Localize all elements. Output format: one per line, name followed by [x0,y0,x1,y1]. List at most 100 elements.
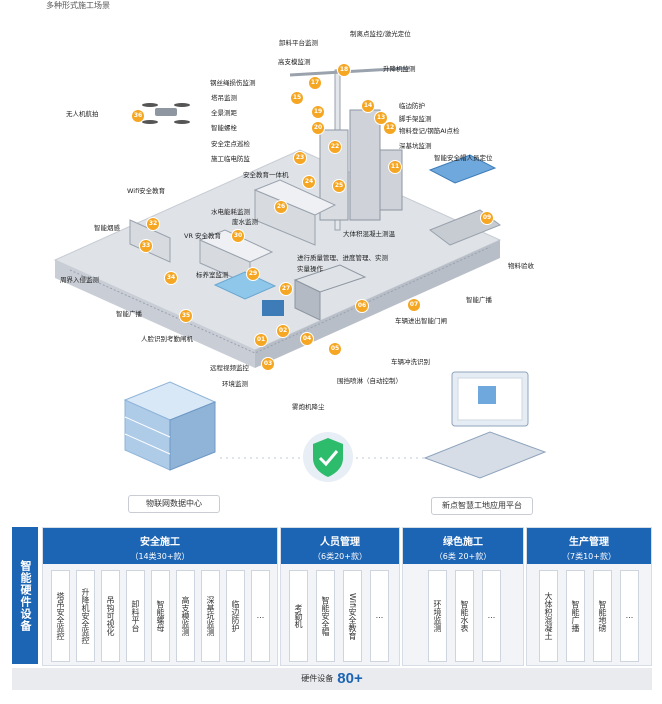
label-material-acceptance: 物料验收 [508,262,534,270]
crane-jib [289,66,411,77]
item-cell: 智能安全帽 [316,570,335,662]
item-cell: 环境监测 [428,570,447,662]
label-unloading-platform: 卸料平台监测 [279,39,318,47]
label-wastewater: 废水监测 [232,218,258,226]
label-wifi-education: Wifi安全教育 [127,187,166,195]
marker-19: 19 [312,106,324,118]
label-broadcast-right: 智能广播 [466,296,492,304]
marker-32: 32 [147,218,159,230]
marker-01: 01 [255,334,267,346]
group-subtitle: （6类20+款） [313,552,367,561]
label-vr-education: VR 安全教育 [184,232,222,240]
table-side-title: 智能硬件设备 [12,527,38,664]
marker-29: 29 [247,268,259,280]
item-cell-more: ... [482,570,501,662]
label-material-ai: 物料登记/钢筋AI点检 [399,127,460,135]
label-remote-video: 远程视频监控 [210,364,249,372]
marker-03: 03 [262,358,274,370]
label-broadcast-left: 智能广播 [116,310,142,318]
item-cell: Wifi安全教育 [343,570,362,662]
tower-building-3 [379,149,403,211]
marker-02: 02 [277,325,289,337]
label-curing-room: 标养室监测 [196,271,229,279]
label-fog-cannon: 雾炮机降尘 [292,403,325,411]
item-cell: 卸料平台 [126,570,145,662]
label-wire-rope: 钢丝绳损伤监测 [210,79,256,87]
marker-12: 12 [384,122,396,134]
label-patrol: 安全定点巡检 [211,140,250,148]
group-title: 人员管理 [320,537,360,548]
marker-15: 15 [291,92,303,104]
ground-side-right [255,240,500,368]
label-edge-protection: 临边防护 [399,102,425,110]
label-education-kiosk: 安全教育一体机 [243,171,289,179]
top-caption: 多种形式施工场景 [46,1,110,10]
item-cell: 智能水表 [455,570,474,662]
marker-27: 27 [280,283,292,295]
marker-18: 18 [338,64,350,76]
label-laser-positioning: 制离点监控/激光定位 [350,30,411,38]
group-subtitle: （6类 20+款） [434,552,492,561]
item-cell-more: ... [620,570,639,662]
label-spray: 围挡喷淋（自动控制） [337,377,402,385]
iot-center-box: 物联网数据中心 [128,495,220,513]
item-cell: 高支模监测 [176,570,195,662]
shield-check-icon [303,432,353,482]
item-cell: 考勤机 [289,570,308,662]
label-face-gate: 人脸识别考勤闸机 [141,335,193,343]
group-green: 绿色施工 （6类 20+款） 环境监测 智能水表 ... [402,527,524,666]
label-scaffold: 脚手架监测 [399,115,432,123]
marker-20: 20 [312,122,324,134]
label-smart-bolt: 智能螺栓 [211,124,237,132]
label-perimeter: 周界入侵监测 [60,276,99,284]
marker-34: 34 [165,272,177,284]
label-hoist: 升降机监测 [383,65,416,73]
group-subtitle: （7类10+款） [562,552,616,561]
marker-13: 13 [375,112,387,124]
label-drone: 无人机航拍 [66,110,99,118]
label-high-formwork: 高支模监测 [278,58,311,66]
group-title: 生产管理 [569,537,609,548]
label-environment: 环境监测 [222,380,248,388]
group-safety: 安全施工（14类30+款） 塔吊安全监控 升降机安全监控 吊钩可视化 卸料平台 … [42,527,278,666]
marker-25: 25 [333,180,345,192]
item-cell-more: ... [251,570,270,662]
marker-30: 30 [232,230,244,242]
material-machine [428,154,497,184]
label-gate: 车辆进出智能门闸 [395,317,447,325]
marker-22: 22 [329,141,341,153]
marker-35: 35 [180,310,192,322]
label-smoke-sensor: 智能烟感 [94,224,120,232]
marker-14: 14 [362,100,374,112]
label-deep-pit: 深基坑监测 [399,142,432,150]
group-subtitle: （14类30+款） [130,552,190,561]
label-concrete-temp: 大体积混凝土测温 [343,230,395,238]
curing-pool [213,271,277,300]
ground-side-left [55,260,255,368]
tower-building-1 [349,109,381,221]
item-cell: 智能地磅 [593,570,612,662]
monitor-icon [423,371,547,479]
label-temp-power: 施工临电防监 [211,155,250,163]
group-personnel: 人员管理 （6类20+款） 考勤机 智能安全帽 Wifi安全教育 ... [280,527,400,666]
label-vehicle-wash: 车辆冲洗识别 [391,358,430,366]
footer-value: 80+ [337,670,363,687]
item-cell-more: ... [370,570,389,662]
item-cell: 大体积混凝土 [539,570,558,662]
item-cell: 临边防护 [226,570,245,662]
item-cell: 智能螺母 [151,570,170,662]
item-cell: 智能广播 [566,570,585,662]
marker-24: 24 [303,176,315,188]
item-cell: 深基坑监测 [201,570,220,662]
drone-icon [142,103,190,124]
group-title: 绿色施工 [443,537,483,548]
marker-04: 04 [301,333,313,345]
item-cell: 吊钩可视化 [101,570,120,662]
label-tower-crane: 塔吊监测 [211,94,237,102]
marker-11: 11 [389,161,401,173]
marker-23: 23 [294,152,306,164]
marker-05: 05 [329,343,341,355]
item-cell: 升降机安全监控 [76,570,95,662]
marker-26: 26 [275,201,287,213]
